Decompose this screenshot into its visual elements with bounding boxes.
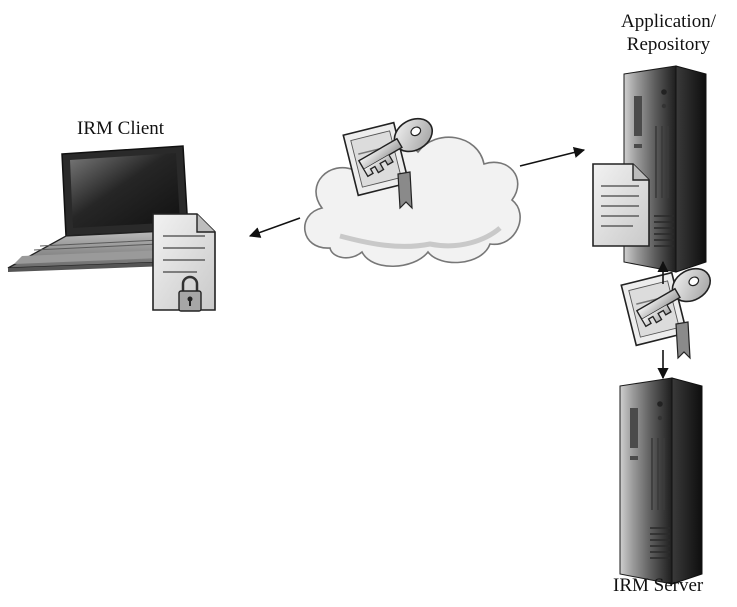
application-label-line1: Application/	[621, 11, 716, 32]
arrow-cloud-to-application	[519, 147, 586, 167]
laptop-icon	[7, 145, 190, 272]
application-label-line2: Repository	[626, 34, 711, 55]
padlock-icon	[178, 275, 202, 312]
locked-document-icon	[152, 213, 216, 312]
irm-server-label: IRM Server	[613, 575, 704, 596]
irm-server-icon	[619, 377, 703, 585]
document-icon	[592, 163, 650, 247]
license-certificate-icon	[620, 261, 717, 359]
irm-client-label: IRM Client	[77, 118, 165, 139]
cloud-icon	[304, 136, 521, 268]
arrow-cloud-to-client	[248, 217, 301, 238]
application-repository-label: Application/ Repository	[606, 10, 731, 56]
